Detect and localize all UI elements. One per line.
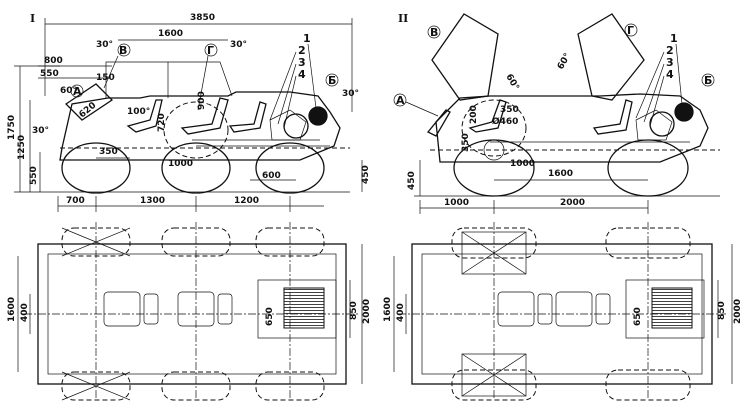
plan2-dim-650: 650 bbox=[633, 307, 643, 326]
dim-1200: 1200 bbox=[234, 196, 259, 206]
angle-60: 60° bbox=[60, 86, 77, 96]
plan2-dim-850: 850 bbox=[717, 301, 727, 320]
v2-angle-60-left: 60° bbox=[503, 73, 520, 93]
angle-30-left: 30° bbox=[32, 126, 49, 136]
callout-a-1: А bbox=[73, 85, 82, 98]
dim-720: 720 bbox=[157, 113, 167, 132]
plan2-dim-2000: 2000 bbox=[733, 299, 743, 324]
v2-dim-450: 450 bbox=[407, 171, 417, 190]
dim-800: 800 bbox=[44, 56, 63, 66]
dim-1250: 1250 bbox=[17, 135, 27, 160]
dim-1300: 1300 bbox=[140, 196, 165, 206]
plan1-dim-2000: 2000 bbox=[362, 299, 372, 324]
dim-3850: 3850 bbox=[190, 13, 215, 23]
variant-1-numeral: I bbox=[30, 12, 35, 25]
callout-1-v2: 1 bbox=[670, 32, 678, 45]
angle-100: 100° bbox=[127, 107, 150, 117]
v2-dim-2000-bottom: 2000 bbox=[560, 198, 585, 208]
dim-550: 550 bbox=[40, 69, 59, 79]
v2-dim-350-side: 350 bbox=[461, 133, 471, 152]
plan1-dim-1600: 1600 bbox=[7, 297, 17, 322]
callout-g-2: Г bbox=[627, 24, 634, 37]
angle-30-top: 30° bbox=[96, 40, 113, 50]
callout-v-2: В bbox=[430, 26, 438, 39]
callout-b-2: Б bbox=[704, 74, 712, 87]
v2-dim-1000-mid: 1000 bbox=[510, 159, 535, 169]
variant-1-side-view: I 3850 1600 800 550 150 620 30° 30° 60° … bbox=[7, 12, 371, 212]
callout-2-v2: 2 bbox=[666, 44, 674, 57]
variant-2-side-view: II В Г 60° 60° А 350 200 Ø460 bbox=[393, 12, 720, 214]
angle-30-right: 30° bbox=[230, 40, 247, 50]
v2-dim-1600: 1600 bbox=[548, 169, 573, 179]
plan2-dim-1600: 1600 bbox=[383, 297, 393, 322]
variant-2-plan-view: 1600 400 650 850 2000 bbox=[383, 222, 743, 401]
callout-v-1: В bbox=[119, 44, 127, 57]
callout-b-1: Б bbox=[328, 74, 336, 87]
dim-550-left: 550 bbox=[29, 166, 39, 185]
v2-dim-dia460: Ø460 bbox=[492, 116, 518, 127]
plan1-dim-850: 850 bbox=[349, 301, 359, 320]
plan1-dim-650: 650 bbox=[265, 307, 275, 326]
v2-dim-350-top: 350 bbox=[500, 105, 519, 115]
dim-450-side: 450 bbox=[361, 165, 371, 184]
v2-angle-60-right: 60° bbox=[556, 52, 573, 72]
dim-900: 900 bbox=[197, 91, 207, 110]
plan1-dim-400: 400 bbox=[20, 303, 30, 322]
callout-3-v1: 3 bbox=[298, 56, 306, 69]
callout-2-v1: 2 bbox=[298, 44, 306, 57]
dim-1600-top: 1600 bbox=[158, 29, 183, 39]
dim-350-side: 350 bbox=[99, 147, 118, 157]
v2-dim-1000-bottom: 1000 bbox=[444, 198, 469, 208]
dim-600-side: 600 bbox=[262, 171, 281, 181]
variant-2-numeral: II bbox=[398, 12, 408, 25]
callout-a-2: А bbox=[396, 94, 405, 107]
dim-1000-side: 1000 bbox=[168, 159, 193, 169]
plan2-dim-400: 400 bbox=[396, 303, 406, 322]
variant-1-plan-view: 1600 400 650 850 2000 bbox=[7, 222, 372, 401]
v2-dim-200: 200 bbox=[469, 105, 479, 124]
callout-g-1: Г bbox=[207, 44, 214, 57]
callout-3-v2: 3 bbox=[666, 56, 674, 69]
callout-4-v2: 4 bbox=[666, 68, 674, 81]
angle-30-rear: 30° bbox=[342, 89, 359, 99]
callout-1-v1: 1 bbox=[303, 32, 311, 45]
dim-1750: 1750 bbox=[7, 115, 17, 140]
dim-150: 150 bbox=[96, 73, 115, 83]
callout-4-v1: 4 bbox=[298, 68, 306, 81]
dim-700: 700 bbox=[66, 196, 85, 206]
